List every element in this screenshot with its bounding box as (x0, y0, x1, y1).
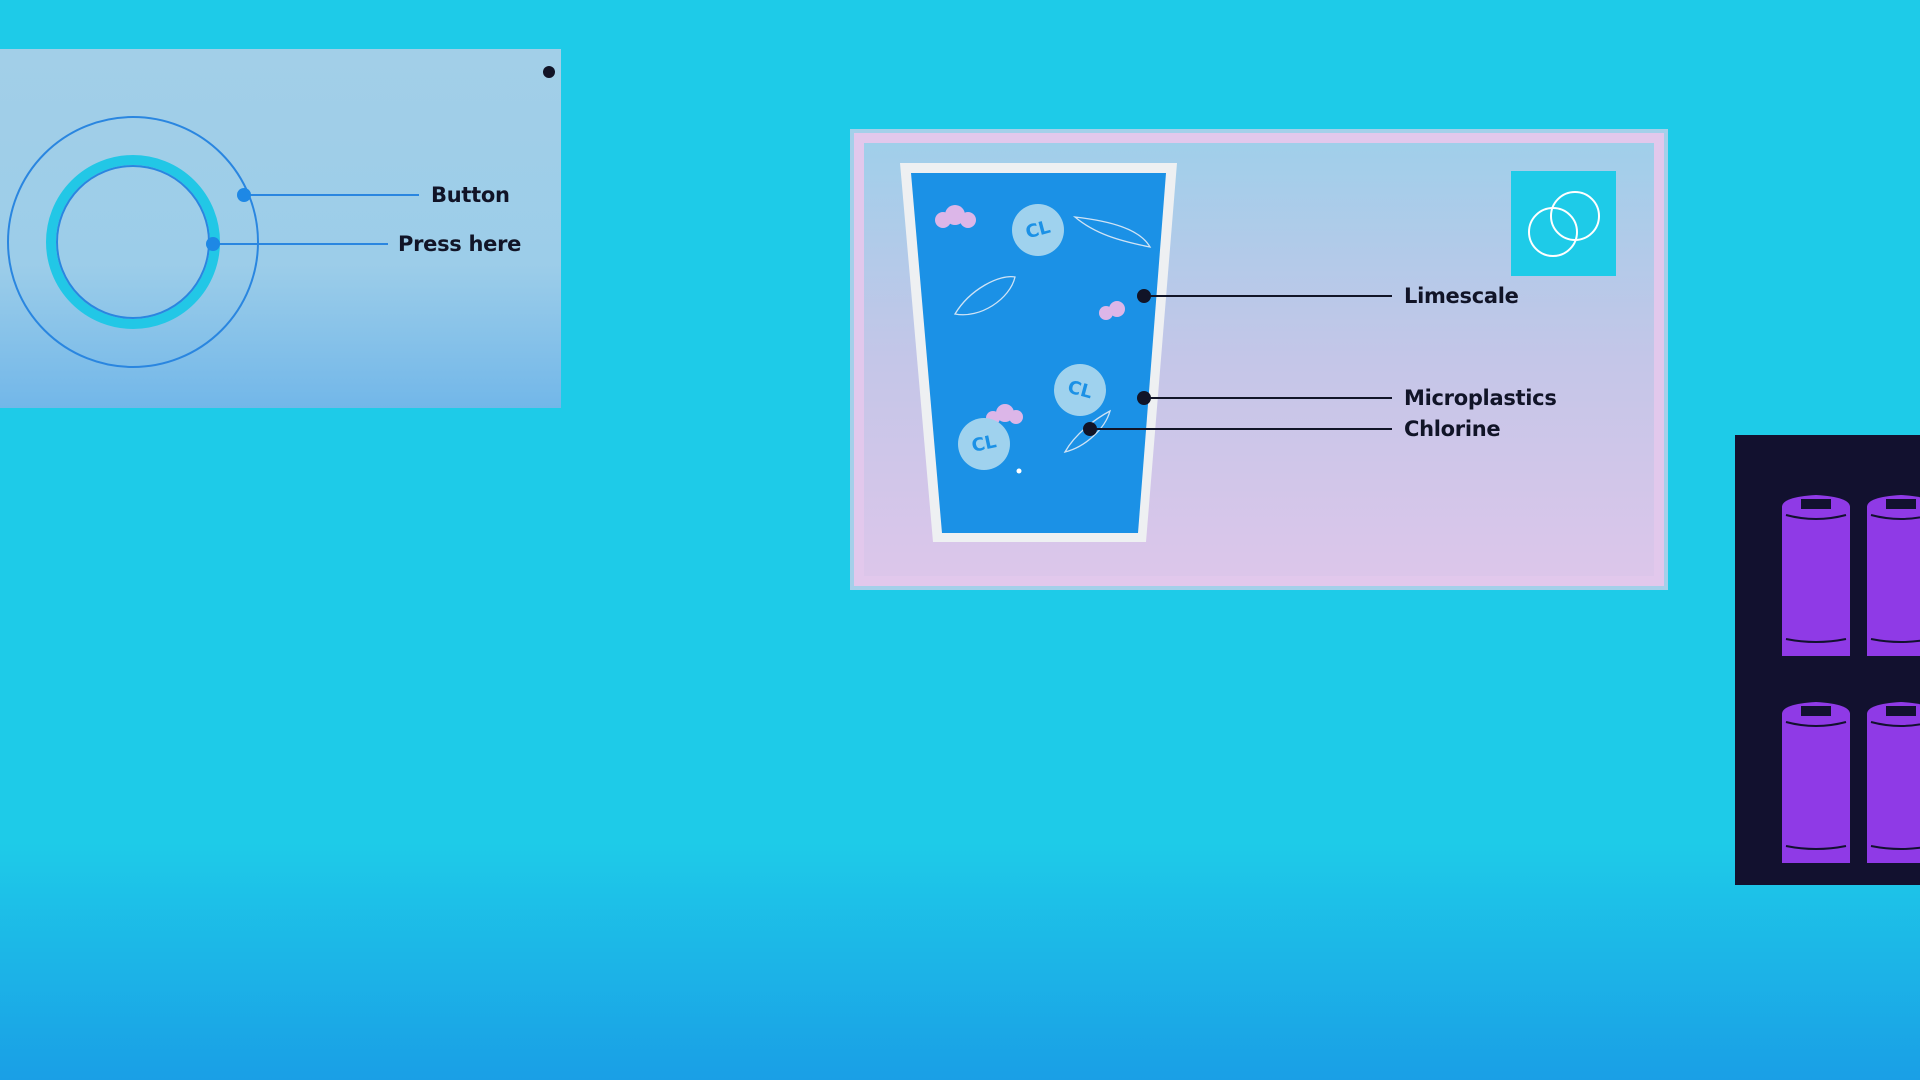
battery-panel (1735, 435, 1920, 885)
overlapping-rings-icon (1528, 191, 1600, 257)
limescale-particles (935, 205, 1125, 425)
microplastics-particles (953, 216, 1152, 453)
microplastic-shard (953, 276, 1016, 316)
battery-icon (1866, 494, 1920, 657)
limescale-particle (1099, 301, 1125, 320)
press-here-label: Press here (398, 232, 522, 256)
limescale-particle (935, 205, 976, 228)
button-ring (46, 155, 220, 329)
battery-grid (1781, 494, 1920, 864)
water-glass-panel: CL CL CL Limescale Microplastics Chlorin… (850, 129, 1668, 590)
button-diagram-graphic (7, 66, 555, 368)
button-inner-ring (56, 165, 210, 319)
rings-icon-tile (1511, 171, 1616, 276)
button-leader-dot (237, 188, 251, 202)
press-here-leader-dot (206, 237, 220, 251)
outer-ring (7, 116, 259, 368)
battery-icon (1866, 701, 1920, 864)
chlorine-badge-icon (1054, 364, 1106, 416)
limescale-label: Limescale (1404, 284, 1519, 308)
button-diagram-panel: Button Press here (0, 49, 561, 408)
status-dot (543, 66, 555, 78)
microplastic-shard (1072, 216, 1152, 248)
limescale-leader-dot (1137, 289, 1151, 303)
chlorine-leader-dot (1083, 422, 1097, 436)
battery-icon (1781, 494, 1851, 657)
microplastics-leader-dot (1137, 391, 1151, 405)
white-speck (1016, 468, 1022, 474)
chlorine-badge-icon (1012, 204, 1064, 256)
battery-icon (1781, 701, 1851, 864)
water-glass-graphic (900, 163, 1616, 542)
chlorine-badge-icon (958, 418, 1010, 470)
chlorine-label: Chlorine (1404, 417, 1501, 441)
microplastic-shard (1063, 409, 1112, 453)
button-label: Button (431, 183, 510, 207)
microplastics-label: Microplastics (1404, 386, 1557, 410)
